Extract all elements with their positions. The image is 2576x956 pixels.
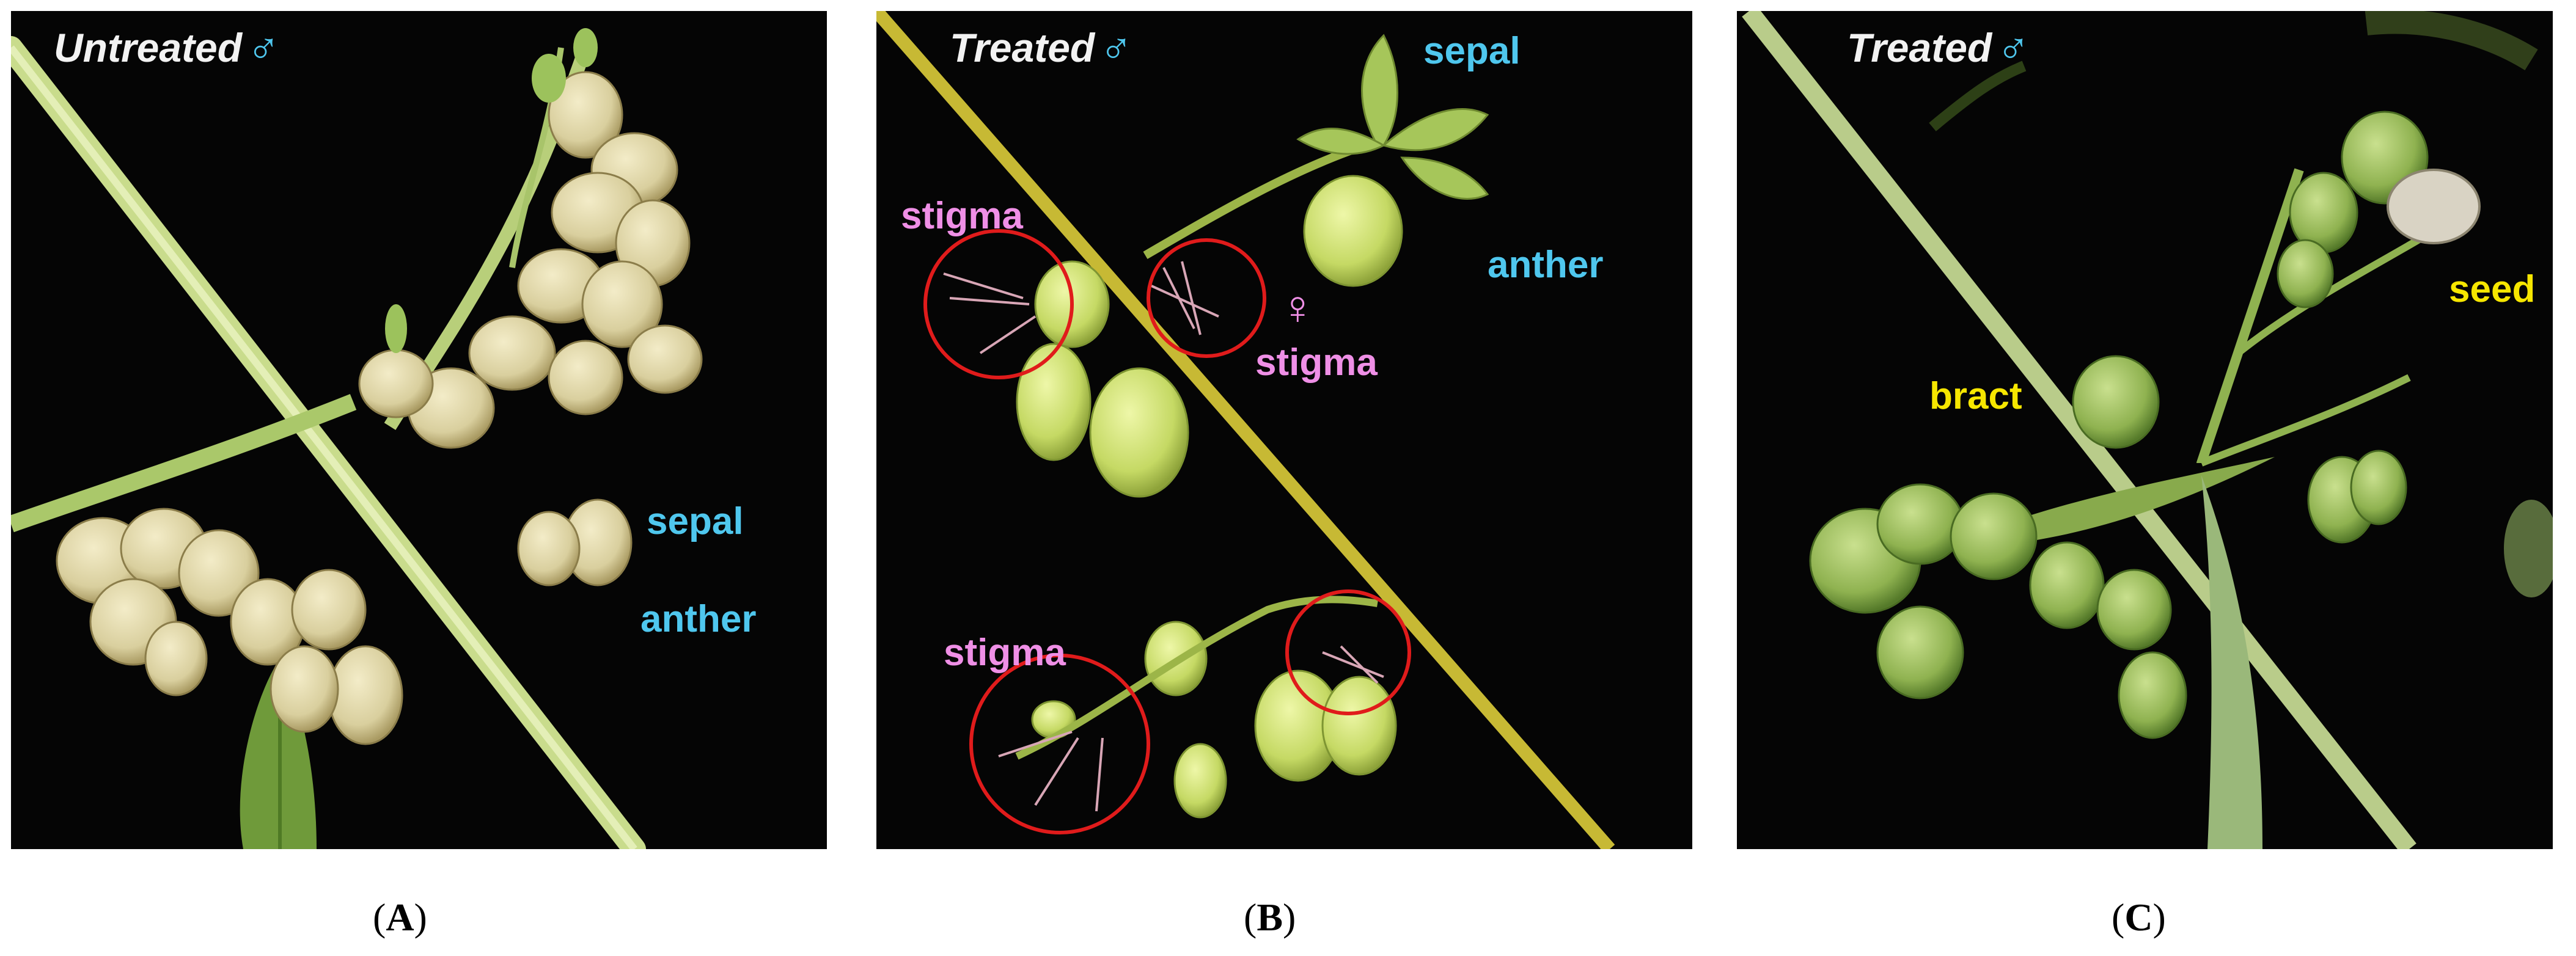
caption-c: (C) bbox=[2112, 896, 2166, 939]
panel-b-anther-label: anther bbox=[1488, 244, 1604, 286]
panel-a-title-text: Untreated bbox=[54, 25, 243, 70]
caption-a-letter: A bbox=[386, 896, 414, 939]
panel-c-bract-label: bract bbox=[1929, 375, 2022, 417]
caption-a: (A) bbox=[373, 896, 427, 939]
panel-c-seed-label: seed bbox=[2449, 268, 2536, 310]
panel-c-treated-photo: Treated♂ seed bract bbox=[1737, 11, 2553, 849]
panel-b-title-text: Treated bbox=[950, 25, 1095, 70]
female-symbol-icon: ♀ bbox=[1280, 280, 1316, 334]
male-symbol-icon: ♂ bbox=[1099, 23, 1133, 71]
caption-b: (B) bbox=[1244, 896, 1296, 939]
panel-b-sepal-label: sepal bbox=[1423, 30, 1521, 72]
panel-b-treated-photo: Treated♂ sepal anther stigma ♀ stigma st… bbox=[876, 11, 1692, 849]
panel-b-stigma-label-middle: stigma bbox=[1255, 341, 1378, 384]
panel-a-anther-label: anther bbox=[640, 598, 757, 640]
panel-a-sepal-label: sepal bbox=[647, 500, 744, 542]
panel-b-stigma-label-bottom: stigma bbox=[944, 632, 1066, 674]
panel-a-title: Untreated♂ bbox=[54, 22, 280, 72]
panel-b-title: Treated♂ bbox=[950, 22, 1132, 72]
panel-b-plant-illustration bbox=[876, 11, 1615, 849]
panel-a-untreated-photo: Untreated♂ sepal anther bbox=[11, 11, 827, 849]
caption-c-letter: C bbox=[2124, 896, 2153, 939]
caption-b-letter: B bbox=[1257, 896, 1283, 939]
panel-c-title: Treated♂ bbox=[1847, 22, 2030, 72]
male-symbol-icon: ♂ bbox=[1997, 23, 2030, 71]
panel-a-plant-illustration bbox=[11, 28, 703, 849]
male-symbol-icon: ♂ bbox=[247, 23, 281, 71]
panel-c-plant-illustration bbox=[1742, 11, 2553, 849]
panel-b-stigma-label-top: stigma bbox=[901, 195, 1023, 237]
panel-c-title-text: Treated bbox=[1847, 25, 1992, 70]
